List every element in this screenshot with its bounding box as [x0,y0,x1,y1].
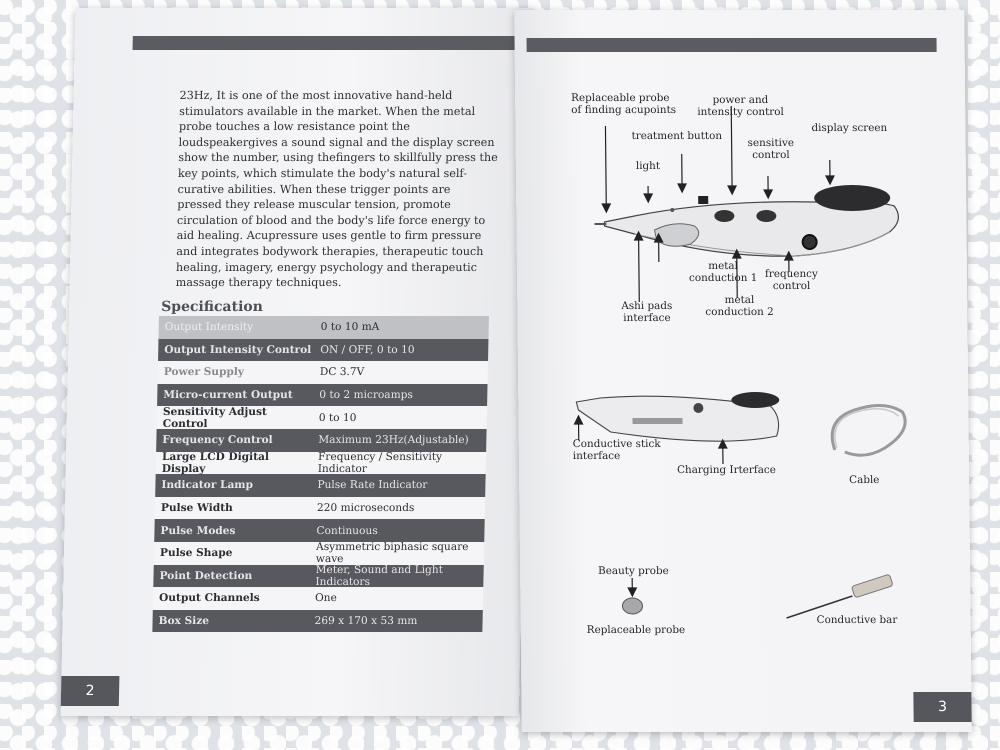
label-line: power and [712,94,769,106]
spec-row: Output Intensity Control ON / OFF, 0 to 1… [158,338,489,362]
spec-label: Micro-current Output [163,389,293,402]
spec-label: Sensitivity Adjust Control [162,405,268,430]
label-replaceable-probe-acupoints: Replaceable probe of finding acupoints [571,92,676,116]
spec-value: DC 3.7V [319,366,365,379]
spec-value: Maximum 23Hz(Adjustable) [318,434,469,447]
spec-value: Asymmetric biphasic square wave [315,541,469,566]
spec-label: Pulse Shape [159,547,233,560]
spec-label: Output Intensity Control [164,343,312,356]
stimulator-pen-illustration [594,185,899,257]
spec-label: Output Intensity [164,321,254,334]
spec-row: Pulse Shape Asymmetric biphasic square wa… [153,541,485,566]
spec-value: 0 to 10 [318,411,357,424]
intro-paragraph: 23Hz, It is one of the most innovative h… [175,88,499,291]
spec-value: One [314,592,337,605]
manual-page-left: 23Hz, It is one of the most innovative h… [60,8,534,716]
spec-row: Indicator Lamp Pulse Rate Indicator [155,474,486,497]
label-treatment-button: treatment button [631,130,723,142]
conductive-bar-illustration [786,574,893,619]
spec-row: Pulse Modes Continuous [154,519,485,542]
cable-illustration [830,404,907,457]
label-line: frequency [764,268,818,280]
stimulator-side-illustration [575,392,780,442]
label-cable: Cable [849,474,880,486]
label-line: interface [623,312,671,324]
label-power-intensity: power and intensity control [697,94,784,118]
callout-arrows [573,106,835,598]
spec-row: Sensitivity Adjust Control 0 to 10 [156,405,488,430]
page-header-bar [132,36,531,50]
label-line: control [772,280,811,292]
label-replaceable-probe: Replaceable probe [586,624,686,636]
label-line: interface [572,450,621,462]
page-number-left: 2 [60,676,120,706]
spec-value: 220 microseconds [316,502,415,515]
spec-label: Frequency Control [162,434,273,447]
spec-label: Point Detection [159,569,253,582]
spec-row: Power Supply DC 3.7V [157,361,489,384]
label-line: sensitive [747,137,795,149]
spec-row: Box Size 269 x 170 x 53 mm [152,609,483,633]
spec-label: Indicator Lamp [161,479,254,492]
specification-heading: Specification [160,299,264,315]
label-metal-conduction-1: metal conduction 1 [688,260,758,284]
label-line: control [752,149,790,161]
spec-row: Output Intensity 0 to 10 mA [158,316,489,339]
label-display-screen: display screen [811,122,888,134]
spec-value: ON / OFF, 0 to 10 [320,343,415,356]
spec-row: Micro-current Output 0 to 2 microamps [157,383,488,407]
label-line: intensity control [697,106,784,118]
spec-value: 269 x 170 x 53 mm [314,615,418,628]
label-line: of finding acupoints [571,104,677,116]
spec-label: Large LCD Digital Display [161,450,270,475]
manual-page-right: Replaceable probe of finding acupoints p… [514,10,972,732]
spec-label: Output Channels [158,592,260,605]
label-frequency-control: frequency control [765,268,818,292]
spec-row: Frequency Control Maximum 23Hz(Adjustable… [156,428,487,452]
spec-label: Pulse Width [160,502,233,515]
intro-text: 23Hz, It is one of the most innovative h… [175,89,498,290]
beauty-probe-illustration [621,597,643,615]
spec-value: Continuous [316,524,378,537]
label-conductive-stick: Conductive stick interface [573,438,661,462]
label-conductive-bar: Conductive bar [816,614,898,626]
spec-value: 0 to 10 mA [320,321,380,334]
label-line: conduction 2 [705,306,774,318]
spec-value: Meter, Sound and Light Indicators [315,563,444,588]
label-line: Ashi pads [621,300,673,312]
spec-value: Frequency / Sensitivity Indicator [317,450,443,475]
label-charging-interface: Charging Irterface [676,464,776,476]
spec-row: Large LCD Digital Display Frequency / Sen… [155,450,487,475]
label-ashi-pads: Ashi pads interface [621,300,672,324]
label-line: Conductive stick [572,438,661,450]
label-line: Replaceable probe [571,92,670,104]
spec-row: Pulse Width 220 microseconds [154,496,486,520]
label-metal-conduction-2: metal conduction 2 [705,294,774,318]
label-line: conduction 1 [688,272,758,284]
spec-value: 0 to 2 microamps [319,389,414,402]
specification-table: Output Intensity 0 to 10 mA Output Intens… [152,316,489,633]
page-number-right: 3 [913,692,972,722]
label-line: metal [708,260,738,272]
label-beauty-probe: Beauty probe [598,565,669,577]
spec-row: Point Detection Meter, Sound and Light In… [153,563,484,588]
spec-label: Box Size [158,615,210,628]
spec-label: Pulse Modes [160,524,236,537]
label-light: light [635,160,661,172]
label-sensitive-control: sensitive control [748,137,795,161]
spec-row: Output Channels One [152,587,484,610]
spec-value: Pulse Rate Indicator [317,479,428,492]
label-line: metal [724,294,755,306]
spec-label: Power Supply [163,366,245,379]
